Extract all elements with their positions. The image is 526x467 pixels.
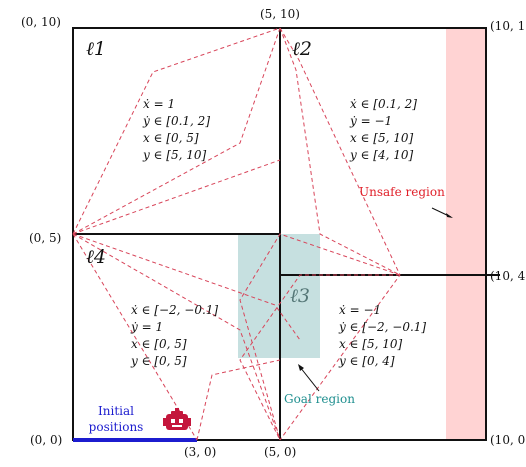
coord-label-bottom-right: (10, 0 bbox=[490, 433, 525, 447]
location-label-l3: ℓ3 bbox=[290, 285, 310, 307]
trajectory-path bbox=[279, 27, 401, 441]
coord-label-bottom-left: (0, 0) bbox=[30, 433, 62, 447]
trajectory-path bbox=[72, 27, 281, 235]
conditions-l1: ẋ = 1 ẏ ∈ [0.1, 2] x ∈ [0, 5] y ∈ [5, 10… bbox=[142, 97, 210, 162]
initial-positions-label: positions bbox=[89, 420, 144, 434]
trajectory-path bbox=[72, 159, 281, 235]
goal-region-label: Goal region bbox=[284, 392, 355, 406]
trajectory-path bbox=[196, 359, 281, 441]
conditions-l4: ẋ ∈ [−2, −0.1] ẏ = 1 x ∈ [0, 5] y ∈ [0, … bbox=[130, 303, 218, 368]
coord-label-bottom-5: (5, 0) bbox=[264, 445, 296, 459]
coord-label-top-mid: (5, 10) bbox=[260, 7, 300, 21]
condition-line: ẋ = 1 bbox=[143, 97, 175, 111]
coord-label-top-right: (10, 1 bbox=[490, 19, 525, 33]
trajectory-path bbox=[72, 233, 281, 441]
condition-line: y ∈ [0, 4] bbox=[338, 354, 395, 368]
goal-pointer-arrowhead bbox=[298, 364, 304, 371]
conditions-l3: ẋ = −1 ẏ ∈ [−2, −0.1] x ∈ [5, 10] y ∈ [0… bbox=[338, 303, 426, 368]
condition-line: ẋ ∈ [−2, −0.1] bbox=[131, 303, 218, 317]
unsafe-region bbox=[446, 28, 486, 440]
trajectory-path bbox=[72, 233, 198, 441]
coord-label-mid-left: (0, 5) bbox=[29, 231, 61, 245]
trajectories bbox=[72, 27, 401, 441]
trajectory-path bbox=[279, 27, 401, 276]
condition-line: ẏ ∈ [0.1, 2] bbox=[142, 114, 210, 128]
condition-line: x ∈ [0, 5] bbox=[143, 131, 199, 145]
coord-label-top-left: (0, 10) bbox=[21, 15, 61, 29]
unsafe-pointer-arrowhead bbox=[446, 213, 453, 218]
coord-label-bottom-3: (3, 0) bbox=[184, 445, 216, 459]
condition-line: y ∈ [4, 10] bbox=[349, 148, 414, 162]
condition-line: ẏ = −1 bbox=[349, 114, 392, 128]
coord-label-mid-right: (10, 4 bbox=[490, 269, 526, 283]
condition-line: ẋ = −1 bbox=[339, 303, 381, 317]
condition-line: y ∈ [0, 5] bbox=[130, 354, 187, 368]
condition-line: x ∈ [5, 10] bbox=[350, 131, 413, 145]
initial-positions-label: Initial bbox=[98, 404, 134, 418]
trajectory-path bbox=[239, 274, 400, 441]
trajectory-path bbox=[239, 233, 401, 441]
robot-icon bbox=[163, 408, 191, 430]
location-label-l1: ℓ1 bbox=[86, 38, 106, 60]
trajectory-path bbox=[72, 233, 301, 341]
goal-pointer-arrow bbox=[299, 366, 320, 392]
condition-line: ẏ = 1 bbox=[130, 320, 163, 334]
condition-line: ẋ ∈ [0.1, 2] bbox=[350, 97, 417, 111]
condition-line: x ∈ [5, 10] bbox=[339, 337, 402, 351]
conditions-l2: ẋ ∈ [0.1, 2] ẏ = −1 x ∈ [5, 10] y ∈ [4, … bbox=[349, 97, 417, 162]
unsafe-region-label: Unsafe region bbox=[359, 185, 445, 199]
condition-line: ẏ ∈ [−2, −0.1] bbox=[338, 320, 426, 334]
location-label-l4: ℓ4 bbox=[86, 246, 106, 268]
location-label-l2: ℓ2 bbox=[292, 38, 312, 60]
condition-line: x ∈ [0, 5] bbox=[131, 337, 187, 351]
condition-line: y ∈ [5, 10] bbox=[142, 148, 207, 162]
